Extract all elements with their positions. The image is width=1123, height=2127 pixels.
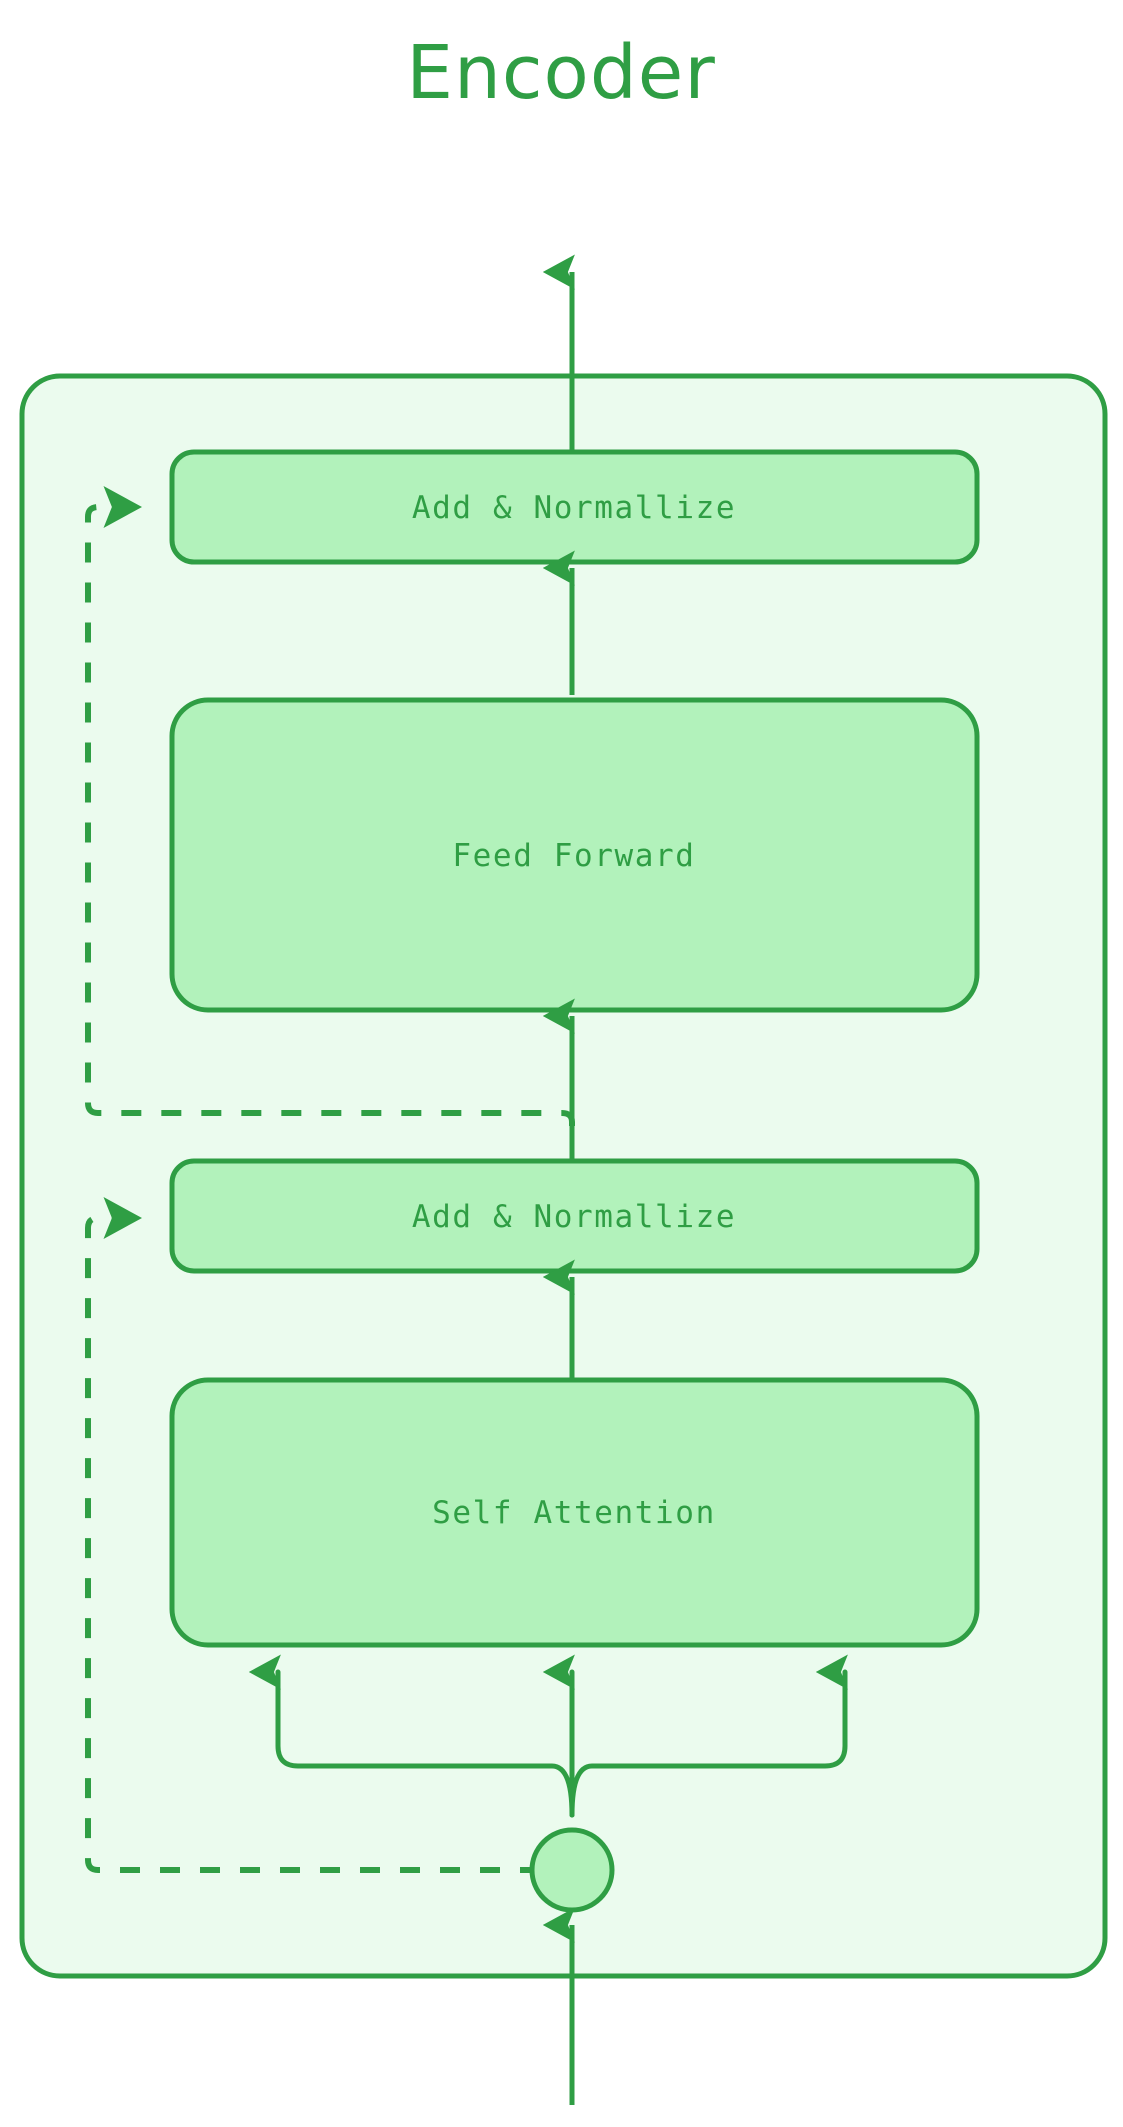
- edge-residual-upper-dashed: [85, 486, 575, 1126]
- node-input-circle[interactable]: [529, 1827, 615, 1913]
- node-self-attention[interactable]: [169, 1377, 980, 1648]
- node-self-attention-label: Self Attention: [432, 1495, 716, 1531]
- node-feed-forward-label: Feed Forward: [452, 838, 695, 874]
- node-add-normalize-bottom-label: Add & Normallize: [412, 1199, 736, 1235]
- node-add-normalize-top-label: Add & Normallize: [412, 490, 736, 526]
- diagram-title: Encoder: [406, 30, 716, 116]
- edge-input-to-selfattention-right: [569, 1654, 848, 1818]
- edge-residual-lower-dashed: [85, 1197, 540, 1873]
